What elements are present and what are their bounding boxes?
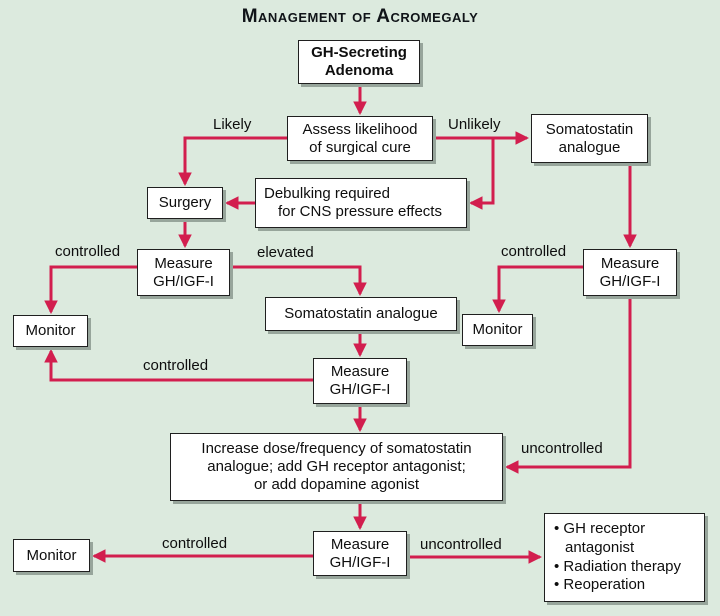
node-line: GH/IGF-I: [329, 381, 391, 398]
node-line: analogue; add GH receptor antagonist;: [207, 458, 466, 475]
node-line: Measure: [600, 254, 660, 272]
node-measure-gh-igf-bottom: Measure GH/IGF-I: [313, 531, 407, 576]
node-line: of surgical cure: [309, 138, 411, 156]
arrow-controlled-to-monitor-left: [44, 265, 137, 315]
node-line: Monitor: [26, 546, 77, 564]
edge-label-controlled-right: controlled: [501, 243, 567, 260]
node-line: Measure: [154, 254, 213, 272]
edge-label-uncontrolled-right: uncontrolled: [521, 440, 603, 457]
edge-label-unlikely: Unlikely: [448, 116, 501, 133]
node-measure-gh-igf-left: Measure GH/IGF-I: [137, 249, 230, 296]
node-line: for CNS pressure effects: [278, 203, 442, 220]
diagram-title: Management of Acromegaly: [241, 6, 479, 27]
node-monitor-right: Monitor: [462, 314, 533, 346]
node-line: GH/IGF-I: [599, 272, 661, 290]
node-line: Monitor: [472, 321, 523, 338]
node-line: GH-Secreting: [311, 44, 407, 61]
node-measure-gh-igf-right: Measure GH/IGF-I: [583, 249, 677, 296]
node-line: Measure: [330, 363, 390, 380]
arrow-controlled-to-monitor-right: [492, 265, 583, 314]
node-debulking: Debulking required for CNS pressure effe…: [255, 178, 467, 228]
edge-label-uncontrolled-bottom: uncontrolled: [420, 536, 502, 553]
node-line: Somatostatin analogue: [284, 305, 438, 322]
node-monitor-left: Monitor: [13, 315, 88, 347]
node-assess-likelihood: Assess likelihood of surgical cure: [287, 116, 433, 161]
node-line: Debulking required: [264, 185, 390, 202]
node-line: Somatostatin: [545, 120, 634, 138]
edge-label-controlled-left: controlled: [55, 243, 121, 260]
edge-label-controlled-bottom: controlled: [162, 535, 228, 552]
node-line: Surgery: [158, 194, 212, 211]
node-line: Adenoma: [324, 62, 394, 79]
node-line: Measure: [330, 535, 390, 553]
edge-label-elevated: elevated: [257, 244, 314, 261]
node-alternative-therapies: • GH receptor antagonist • Radiation the…: [544, 513, 705, 602]
node-somatostatin-analogue-right: Somatostatin analogue: [531, 114, 648, 163]
bullet-item: • GH receptor antagonist: [554, 520, 646, 556]
arrow-unlikely-to-debulking: [468, 139, 495, 210]
node-line: GH/IGF-I: [329, 553, 391, 571]
node-line: Monitor: [25, 322, 76, 339]
node-line: Increase dose/frequency of somatostatin: [201, 440, 472, 457]
node-increase-dose: Increase dose/frequency of somatostatin …: [170, 433, 503, 501]
edge-label-likely: Likely: [213, 116, 252, 133]
node-measure-gh-igf-center: Measure GH/IGF-I: [313, 358, 407, 404]
edge-label-controlled-center: controlled: [143, 357, 209, 374]
bullet-item: • Reoperation: [554, 576, 646, 594]
node-line: GH/IGF-I: [153, 272, 214, 290]
node-line: analogue: [558, 138, 621, 156]
bullet-item: • Radiation therapy: [554, 557, 681, 575]
node-somatostatin-analogue-center: Somatostatin analogue: [265, 297, 457, 331]
node-line: or add dopamine agonist: [253, 476, 420, 493]
node-surgery: Surgery: [147, 187, 223, 219]
node-gh-secreting-adenoma: GH-Secreting Adenoma: [298, 40, 420, 84]
node-line: Assess likelihood: [302, 120, 418, 138]
arrow-elevated-to-somatostatin-center: [230, 265, 367, 297]
node-monitor-bottom: Monitor: [13, 539, 90, 572]
